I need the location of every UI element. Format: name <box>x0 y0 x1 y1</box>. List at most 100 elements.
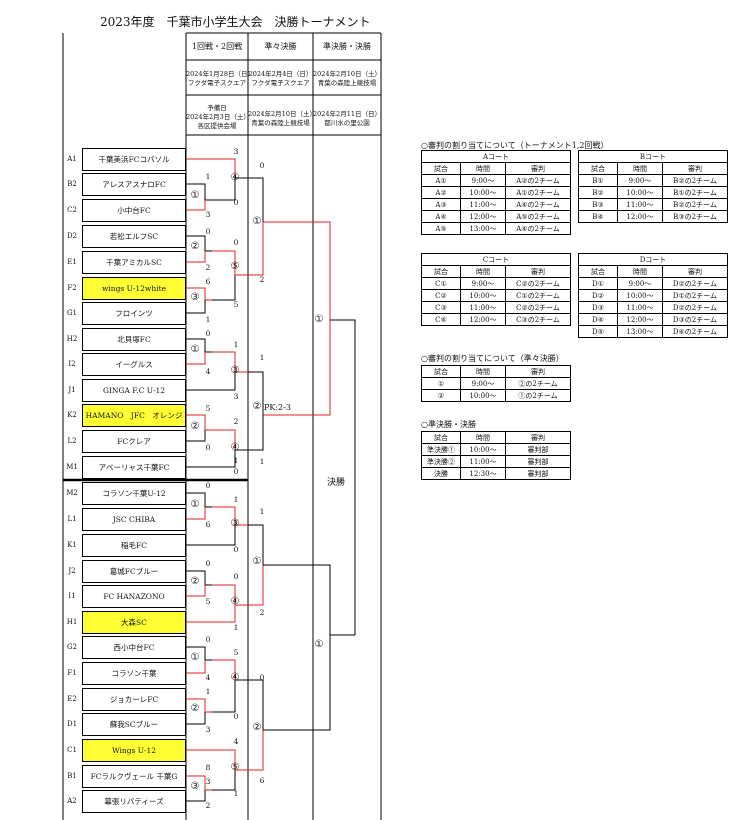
match-number: ② <box>190 576 200 587</box>
col-ref: 審判 <box>505 265 571 278</box>
table-cell: 9:00〜 <box>617 174 663 187</box>
team-seed: L1 <box>67 515 77 523</box>
table-cell: A② <box>421 186 461 199</box>
bracket-line <box>186 585 206 597</box>
score: 4 <box>205 367 211 376</box>
score: 0 <box>259 161 265 170</box>
score: 1 <box>259 353 265 362</box>
match-number: ④ <box>230 172 240 183</box>
score: 1 <box>205 687 211 696</box>
team-seed: D1 <box>66 720 78 728</box>
score: 0 <box>233 572 239 581</box>
page-title: 2023年度 千葉市小学生大会 決勝トーナメント <box>100 15 371 29</box>
final-label: 決勝 <box>327 478 346 488</box>
court-name: Cコート <box>421 253 571 266</box>
match-number: ④ <box>230 596 240 607</box>
team-name: ジョカーレFC <box>82 688 186 711</box>
bracket-line <box>248 371 264 415</box>
col-time: 時間 <box>460 265 506 278</box>
col-match: 試合 <box>421 431 461 444</box>
bracket-line <box>263 221 331 320</box>
match-number: ② <box>190 421 200 432</box>
team-seed: A1 <box>67 155 77 163</box>
bracket-line <box>330 319 356 635</box>
bracket-line <box>212 659 236 680</box>
team-name: FCクレア <box>82 430 186 453</box>
score: 5 <box>233 300 239 309</box>
team-name: HAMANO JFC オレンジ <box>82 404 186 427</box>
score: 3 <box>205 777 211 786</box>
bracket-line <box>186 414 212 431</box>
match-number: ② <box>252 722 262 733</box>
table-row: Aコート <box>421 150 571 163</box>
table-row: 試合時間審判 <box>578 162 728 175</box>
score: 3 <box>233 392 239 401</box>
team-seed: B1 <box>67 772 77 780</box>
bracket-line <box>248 730 264 771</box>
table-cell: 11:00〜 <box>617 198 663 211</box>
team-seed: I1 <box>68 592 76 600</box>
table-cell: C② <box>421 289 461 302</box>
score: 3 <box>205 725 211 734</box>
col-time: 時間 <box>617 162 663 175</box>
bracket-line <box>248 565 264 606</box>
team-seed: E2 <box>67 695 77 703</box>
header-round1: 1回戦・2回戦 <box>191 42 243 51</box>
bracket-line <box>212 770 236 791</box>
table-cell: 10:00〜 <box>460 186 506 199</box>
bracket-line <box>263 635 331 731</box>
score: 8 <box>205 763 211 772</box>
sf-reserve: 2024年2月11日（日） 都川水の里公園 <box>313 110 381 127</box>
team-seed: G2 <box>66 643 78 651</box>
ref-section-title-3: ○準決勝・決勝 <box>421 420 476 429</box>
table-cell: 12:00〜 <box>617 313 663 326</box>
score: 1 <box>233 495 239 504</box>
header-sf: 準決勝・決勝 <box>323 42 371 51</box>
team-seed: H1 <box>66 618 78 626</box>
table-cell: 10:00〜 <box>617 289 663 302</box>
table-cell: ②の2チーム <box>505 377 571 390</box>
score: 1 <box>259 457 265 466</box>
bracket-line <box>248 177 264 222</box>
qf-reserve: 2024年2月10日（土） 青葉の森陸上競技場 <box>248 110 316 127</box>
bracket-line <box>212 178 236 201</box>
bracket-line <box>186 712 206 725</box>
score: 0 <box>259 673 265 682</box>
table-cell: A④ <box>421 210 461 223</box>
bracket-line <box>186 430 206 442</box>
col-ref: 審判 <box>505 162 571 175</box>
col-time: 時間 <box>460 365 506 378</box>
bracket-line <box>248 415 264 451</box>
score: 1 <box>233 340 239 349</box>
ref-section-title-1: ○審判の割り当てについて（トーナメント1,2回戦） <box>421 141 609 150</box>
score: 0 <box>233 238 239 247</box>
table-cell: 準決勝① <box>421 443 461 456</box>
bracket-line <box>212 584 236 605</box>
score: 3 <box>205 210 211 219</box>
table-cell: 審判部 <box>505 467 571 480</box>
match-number: ⑤ <box>230 762 240 773</box>
table-cell: D⑤ <box>578 325 618 338</box>
team-seed: F2 <box>67 284 77 292</box>
score: 0 <box>205 227 211 236</box>
table-cell: 9:00〜 <box>460 377 506 390</box>
score: 6 <box>259 776 265 785</box>
col-time: 時間 <box>460 431 506 444</box>
match-number: ② <box>190 241 200 252</box>
bracket-line <box>212 680 236 713</box>
team-seed: M1 <box>66 463 78 471</box>
score: 5 <box>205 404 211 413</box>
table-cell: B③の2チーム <box>662 210 728 223</box>
table-cell: A⑤ <box>421 222 461 235</box>
bracket-line <box>212 275 236 301</box>
table-cell: A③ <box>421 198 461 211</box>
bracket-line <box>186 338 212 353</box>
col-time: 時間 <box>460 162 506 175</box>
team-name: アペーリャス千葉FC <box>82 456 186 479</box>
col-match: 試合 <box>421 365 461 378</box>
bracket-line <box>186 492 212 508</box>
bracket-line <box>263 564 331 635</box>
